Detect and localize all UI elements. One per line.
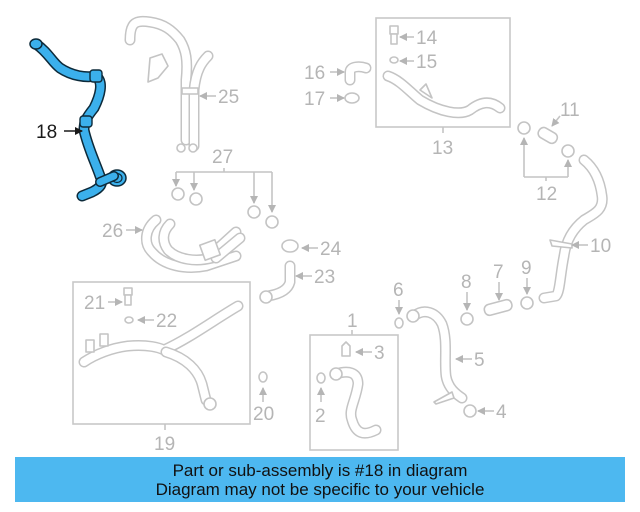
callout-21: 21 (84, 293, 105, 314)
callout-16: 16 (304, 63, 325, 84)
part-8-clamp (460, 312, 474, 326)
part-6-washer (394, 317, 404, 329)
callout-25: 25 (218, 87, 239, 108)
assembly-1-box (309, 334, 399, 451)
callout-12: 12 (536, 184, 557, 205)
callout-18: 18 (36, 122, 57, 143)
callout-12-bracket (520, 137, 572, 181)
part-19-pipe (78, 300, 244, 411)
callout-14: 14 (416, 28, 438, 49)
callout-17: 17 (304, 89, 325, 110)
part-10-pipe (538, 154, 608, 304)
part-4-clamp (463, 404, 477, 418)
callout-13: 13 (432, 138, 453, 159)
part-7-hose (483, 298, 513, 317)
part-9-clamp (520, 296, 534, 310)
callout-1: 1 (347, 311, 358, 332)
callout-2: 2 (315, 406, 326, 427)
banner-line-1: Part or sub-assembly is #18 in diagram (172, 460, 468, 480)
callout-23: 23 (314, 267, 335, 288)
callout-22: 22 (156, 311, 177, 332)
callout-9: 9 (521, 258, 532, 279)
callout-5: 5 (474, 350, 485, 371)
part-12-clamp-a (517, 121, 531, 135)
part-20-washer (258, 371, 268, 383)
part-15-washer (389, 56, 399, 64)
callout-27: 27 (212, 147, 233, 168)
callout-19: 19 (154, 434, 175, 455)
part-22-washer (124, 316, 134, 324)
callout-26: 26 (102, 221, 123, 242)
callout-8: 8 (461, 272, 472, 293)
callout-15: 15 (416, 52, 437, 73)
part-2-washer (316, 372, 326, 384)
part-21-bolt (123, 287, 133, 306)
assembly-19-box (72, 281, 251, 425)
part-3-clip (341, 341, 351, 357)
part-13-pipe (382, 70, 506, 119)
callout-7: 7 (493, 262, 504, 283)
part-25-pipe (124, 15, 214, 153)
part-27-clamps (171, 187, 279, 229)
callout-3: 3 (374, 343, 385, 364)
callout-27-bracket (172, 168, 276, 213)
banner-line-2: Diagram may not be specific to your vehi… (155, 479, 485, 499)
part-5-pipe (406, 306, 468, 405)
callout-10: 10 (590, 236, 611, 257)
part-11-hose (537, 126, 559, 145)
part-17-clamp (344, 92, 360, 104)
part-26-pipe (141, 214, 246, 273)
callout-6: 6 (393, 280, 404, 301)
part-18-hose[interactable] (29, 38, 127, 202)
callout-11: 11 (560, 100, 580, 121)
part-24-clamp (281, 239, 299, 253)
part-12-clamp-b (561, 144, 575, 158)
callout-20: 20 (253, 404, 274, 425)
part-23-hose (259, 260, 296, 304)
part-1-hose (329, 366, 382, 439)
part-info-banner: Part or sub-assembly is #18 in diagram D… (15, 457, 625, 502)
callout-4: 4 (496, 402, 507, 423)
part-14-bolt (389, 25, 399, 45)
part-16-hose (344, 61, 372, 86)
callout-24: 24 (320, 239, 342, 260)
